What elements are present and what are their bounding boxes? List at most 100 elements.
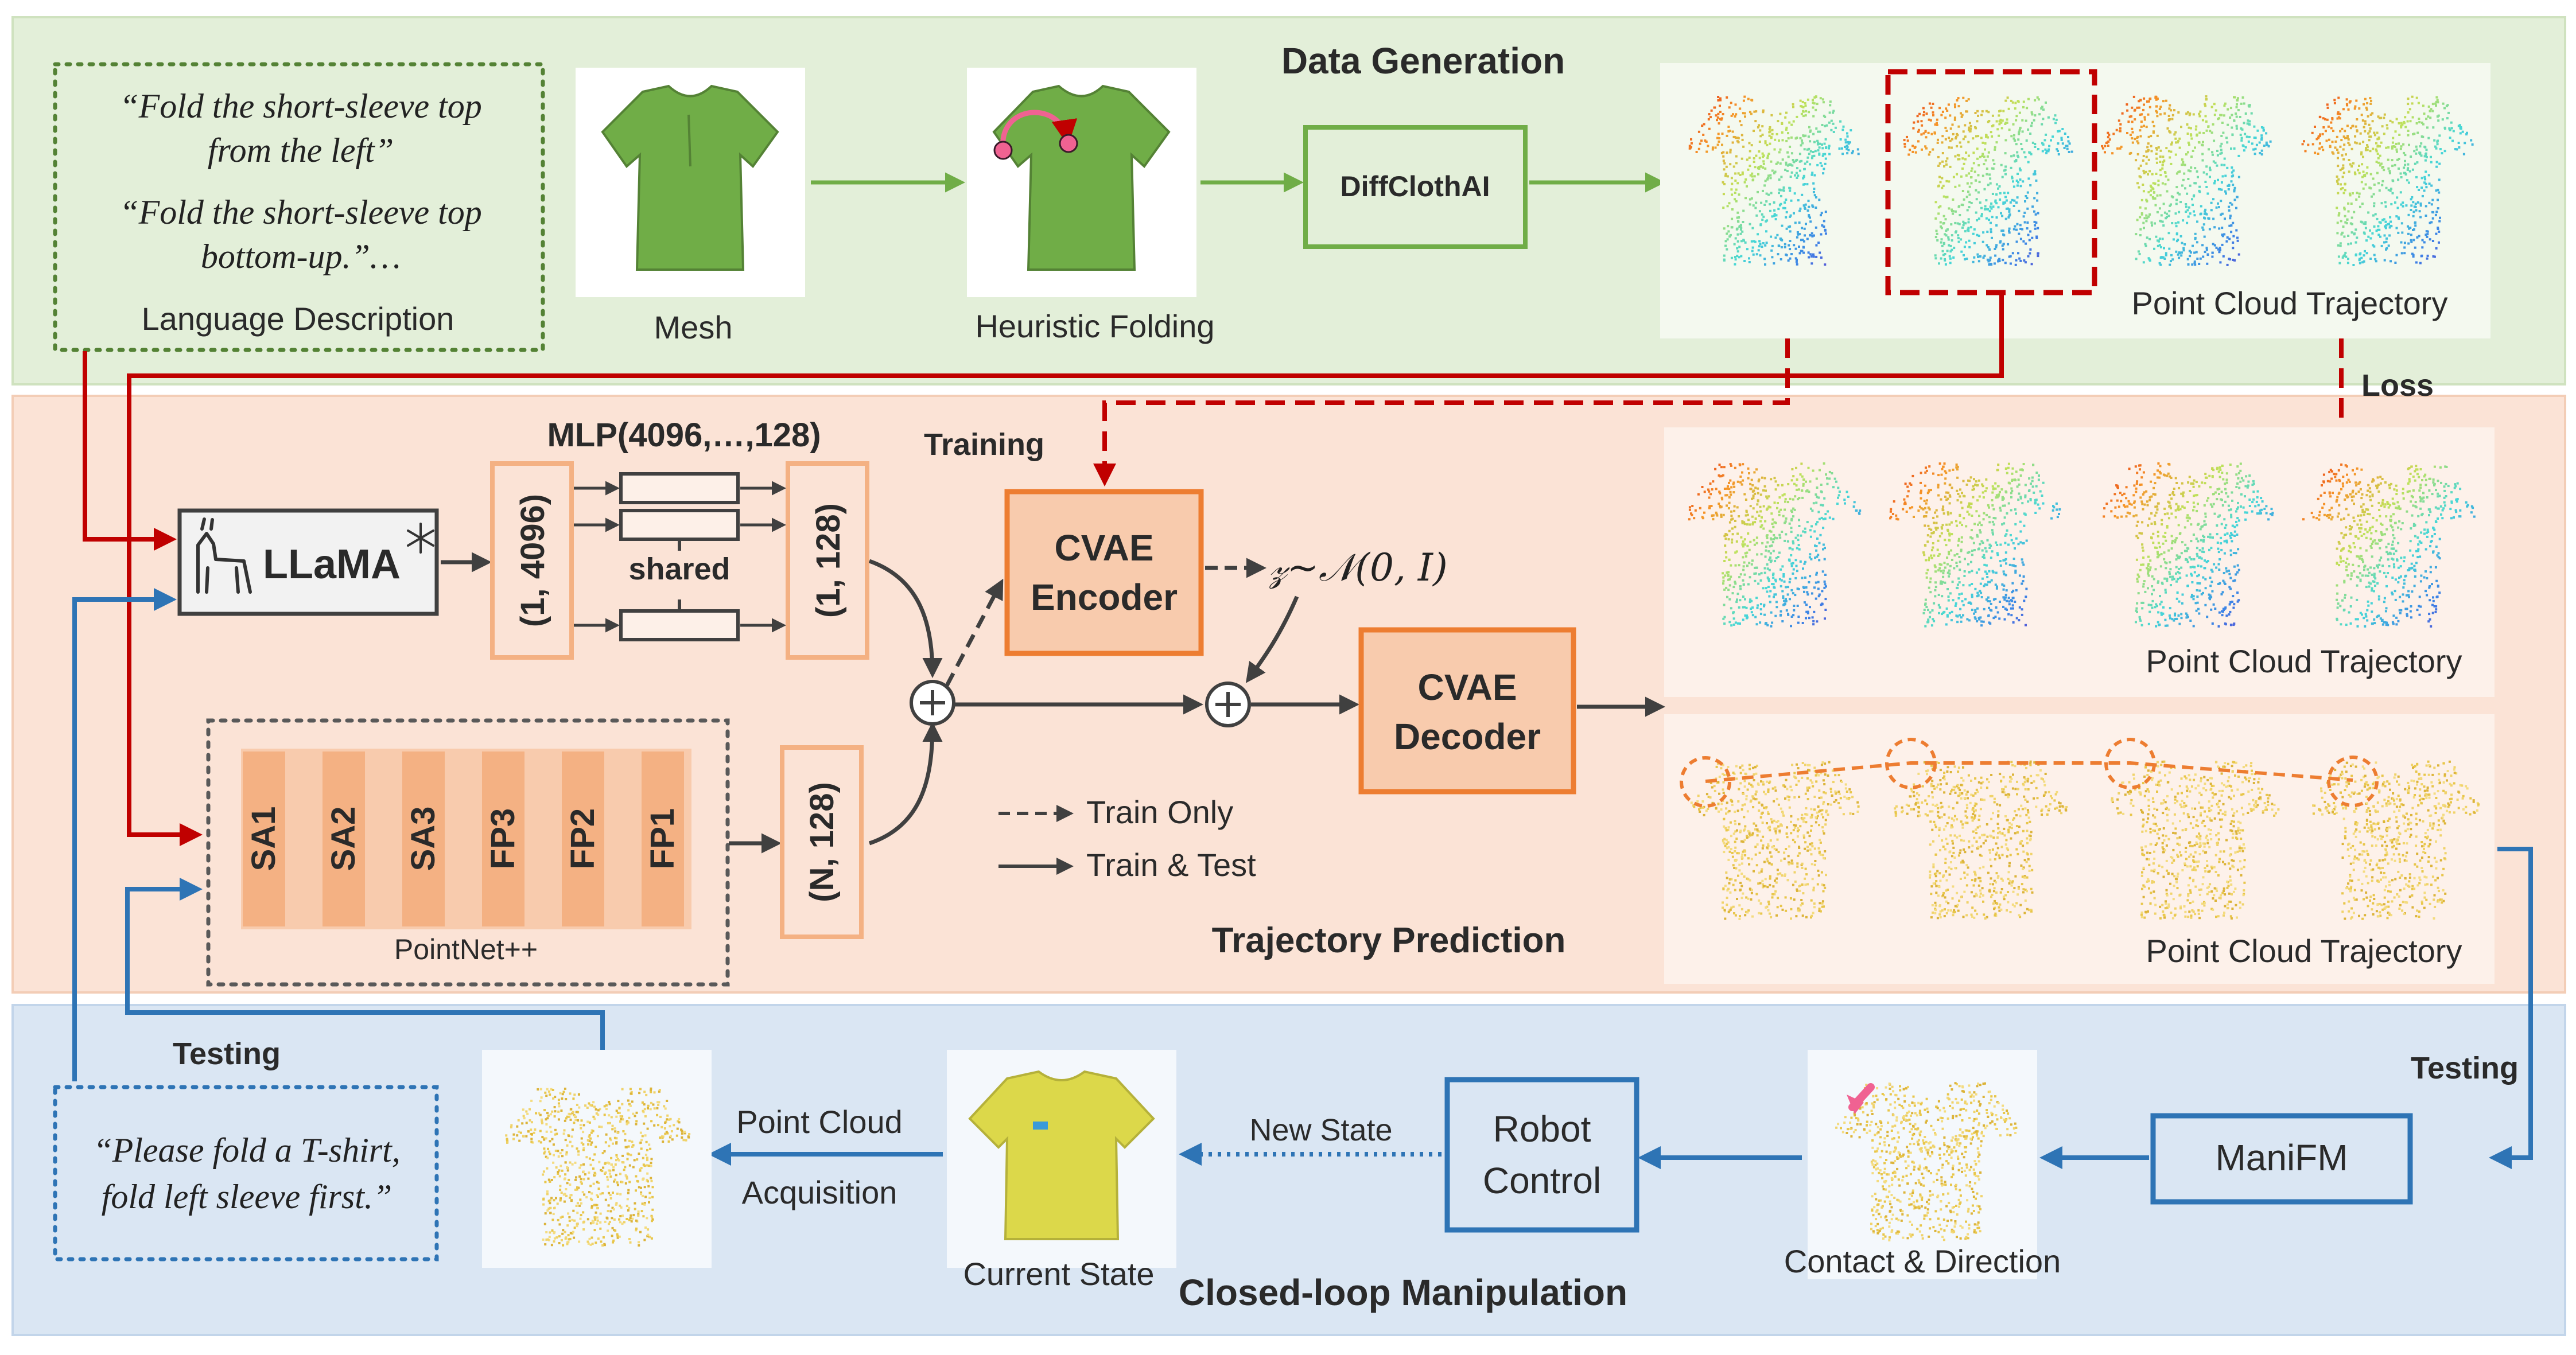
cloud-point (2383, 621, 2385, 624)
cloud-point (1767, 495, 1770, 498)
cloud-point (1792, 106, 1794, 108)
cloud-point (1810, 157, 1813, 159)
cloud-point (1991, 529, 1994, 532)
cloud-point (1761, 152, 1764, 155)
cloud-point (1800, 159, 1803, 162)
cloud-point (2358, 259, 2361, 262)
cloud-point (2420, 186, 2423, 189)
cloud-point (2040, 107, 2043, 110)
cloud-point (1980, 215, 1983, 217)
cloud-point (1765, 242, 1768, 244)
cloud-point (1748, 261, 1751, 263)
cloud-point (2172, 238, 2175, 241)
cloud-point (2150, 480, 2153, 483)
cloud-point (1785, 128, 1788, 131)
cloud-point (2361, 176, 2364, 178)
cloud-point (2047, 150, 2050, 153)
cloud-point (1728, 488, 1731, 490)
cloud-point (1981, 542, 1984, 544)
cloud-point (1776, 507, 1778, 509)
cloud-point (1784, 169, 1787, 172)
cloud-point (2126, 505, 2129, 508)
cloud-point (1955, 231, 1957, 234)
cloud-point (2197, 523, 2200, 525)
cloud-point (1975, 211, 1977, 214)
cloud-point (2014, 102, 2017, 104)
cloud-point (1796, 236, 1798, 239)
cloud-point (1793, 212, 1795, 215)
cloud-point (2340, 560, 2342, 563)
cloud-point (1774, 488, 1777, 491)
cloud-point (1767, 174, 1770, 177)
cloud-point (1778, 178, 1781, 181)
cloud-point (1750, 608, 1753, 610)
cloud-point (1777, 502, 1779, 504)
cloud-point (1910, 484, 1913, 486)
cloud-point (1787, 137, 1790, 140)
cloud-point (2030, 124, 2033, 127)
cloud-point (2205, 560, 2208, 563)
cloud-point (2023, 524, 2026, 527)
cloud-point (2186, 111, 2189, 114)
cloud-point (2180, 552, 2183, 555)
cloud-point (2331, 516, 2334, 519)
cloud-point (2070, 150, 2073, 153)
cloud-point (2443, 150, 2446, 153)
cloud-point (2430, 108, 2433, 111)
cloud-point (2225, 614, 2228, 617)
cloud-point (1740, 157, 1743, 160)
cloud-point (1889, 517, 1892, 520)
cloud-point (2192, 204, 2194, 207)
cloud-point (1930, 624, 1933, 627)
cloud-point (2220, 142, 2223, 145)
cloud-point (1804, 531, 1806, 534)
cloud-point (1730, 564, 1732, 567)
cloud-point (2380, 202, 2383, 205)
cloud-point (2004, 152, 2007, 155)
cloud-point (2123, 504, 2126, 507)
cloud-point (1746, 248, 1749, 251)
cloud-point (2360, 497, 2363, 500)
cloud-point (2201, 119, 2204, 122)
cloud-point (1773, 172, 1775, 174)
cloud-point (1734, 621, 1737, 624)
cloud-point (2364, 227, 2367, 229)
cloud-point (1973, 549, 1976, 551)
cloud-point (1785, 211, 1788, 213)
cloud-point (1958, 205, 1961, 208)
cloud-point (2379, 482, 2382, 485)
cloud-point (1745, 617, 1748, 620)
cloud-point (1765, 545, 1767, 548)
cloud-point (1827, 510, 1829, 513)
cloud-point (2397, 216, 2400, 219)
cloud-point (1941, 177, 1944, 180)
cloud-point (1821, 98, 1824, 101)
cloud-point (1964, 135, 1967, 138)
cloud-point (1975, 198, 1978, 201)
cloud-point (2392, 529, 2395, 532)
cloud-point (1731, 538, 1734, 541)
cloud-point (2416, 550, 2419, 552)
cloud-point (1998, 493, 2000, 496)
cloud-point (2140, 532, 2143, 535)
cloud-point (2135, 558, 2138, 561)
cloud-point (2419, 484, 2422, 486)
cloud-point (2425, 590, 2427, 593)
cloud-point (2035, 236, 2038, 239)
cloud-point (1971, 595, 1973, 598)
cloud-point (1773, 538, 1775, 540)
cloud-point (1772, 573, 1775, 575)
cloud-point (2399, 595, 2402, 598)
cloud-point (1792, 572, 1794, 575)
cloud-point (2367, 604, 2370, 607)
cloud-point (2033, 172, 2036, 174)
cloud-point (1727, 574, 1730, 577)
cloud-point (1936, 239, 1939, 242)
cloud-point (2437, 198, 2439, 201)
cloud-point (2133, 484, 2136, 487)
cloud-point (1728, 202, 1731, 205)
cloud-point (2231, 534, 2233, 536)
cloud-point (1942, 575, 1945, 578)
cloud-point (2225, 137, 2228, 139)
cloud-point (2037, 503, 2039, 506)
